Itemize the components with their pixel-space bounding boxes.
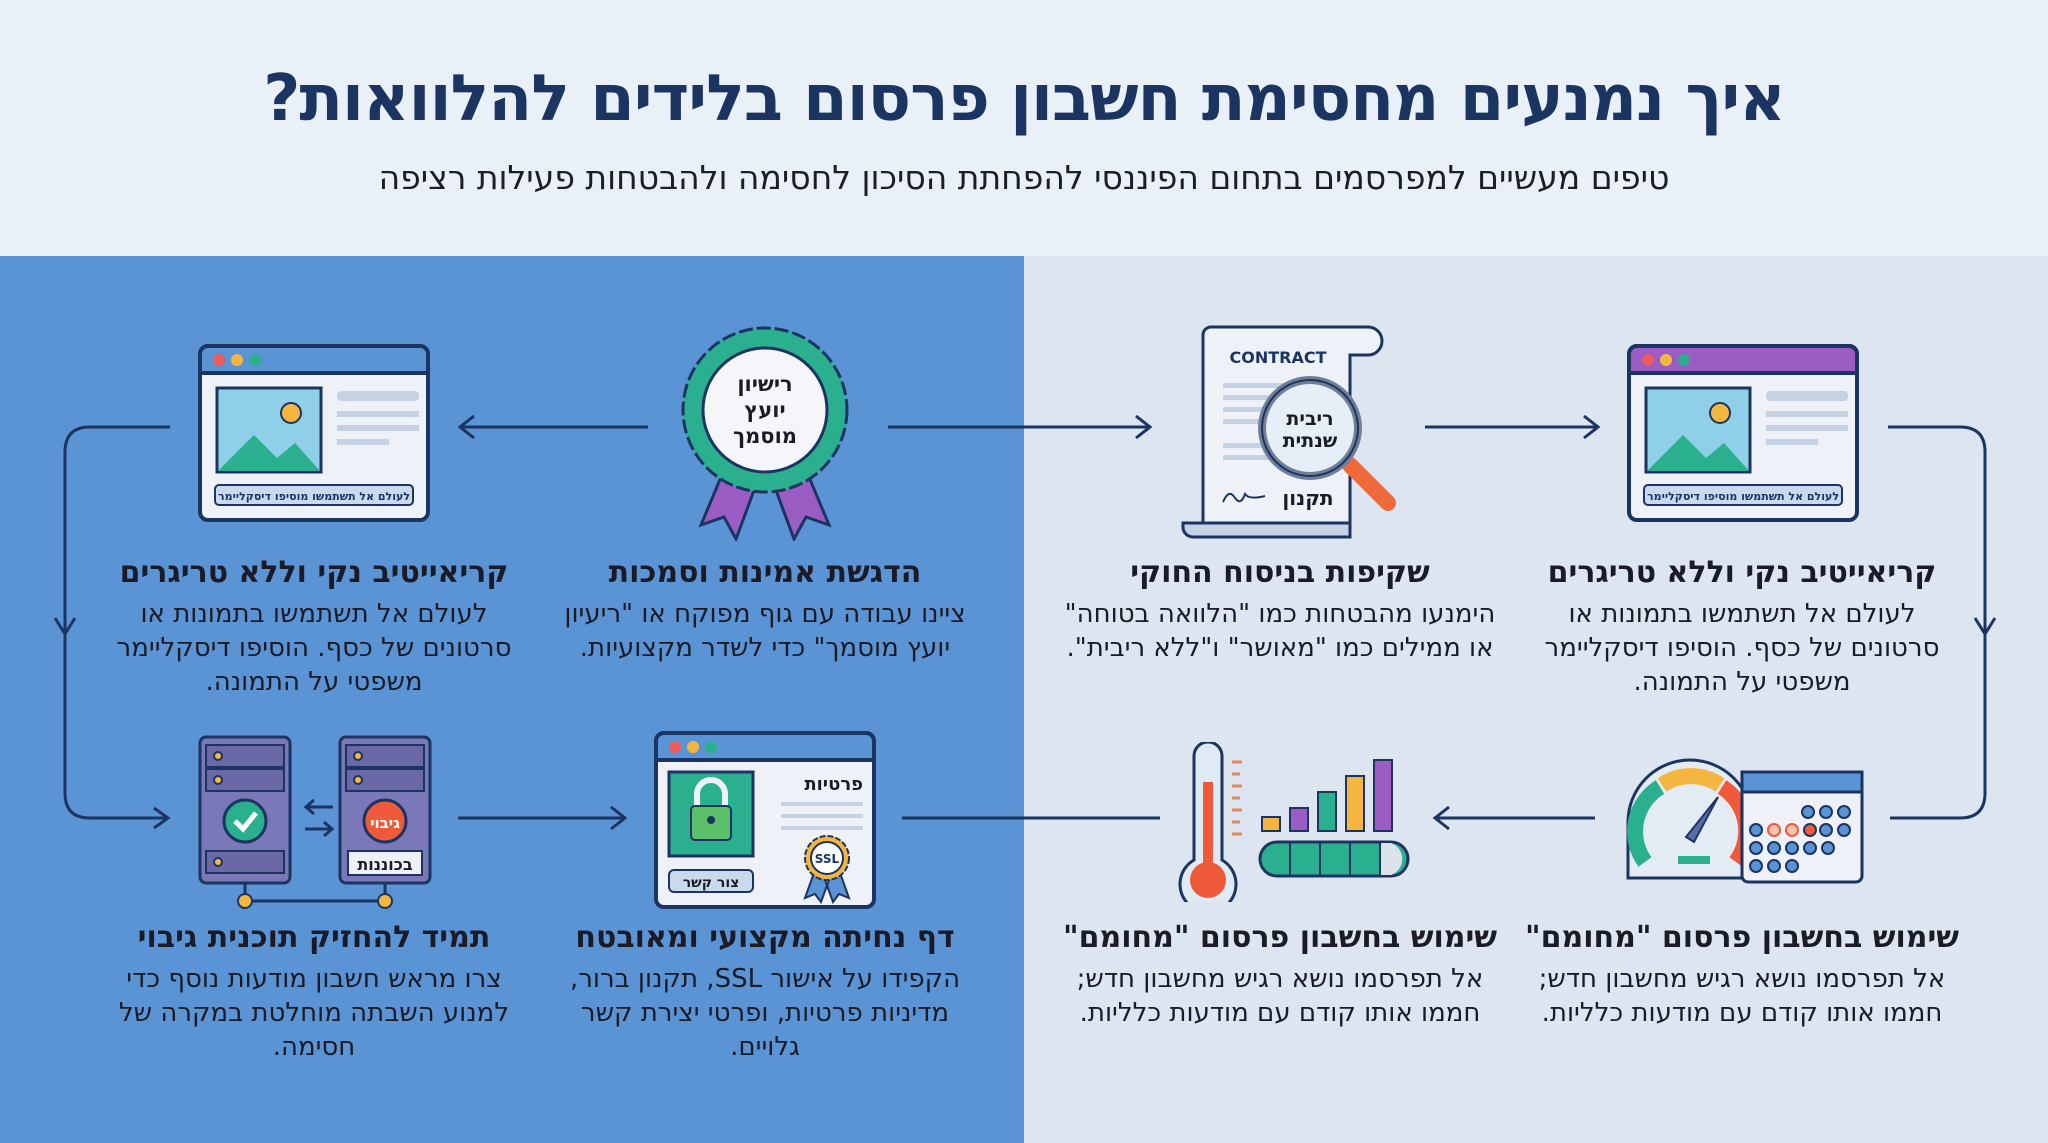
- tip-title: שקיפות בניסוח החוקי: [1130, 555, 1430, 590]
- icon-label: לעולם אל תשתמשו מוסיפו דיסקליימר: [1647, 490, 1839, 503]
- tip-card-clean-creative-left: קריאייטיב נקי וללא טריגרים לעולם אל תשתמ…: [94, 553, 534, 699]
- tip-card-landing-page: דף נחיתה מקצועי ומאובטח הקפידו על אישור …: [545, 918, 985, 1064]
- contact-button-label: צור קשר: [683, 875, 740, 891]
- standby-label: בכוננות: [357, 855, 412, 874]
- left-panel: [0, 256, 1024, 1143]
- lens-line-2: שנתית: [1283, 430, 1338, 452]
- tip-body: אל תפרסמו נושא רגיש מחשבון חדש; חממו אות…: [1538, 964, 1946, 1028]
- tip-card-legal-transparency: שקיפות בניסוח החוקי הימנעו מהבטחות כמו "…: [1060, 553, 1500, 665]
- arrow-col5-to-col6: [1432, 805, 1595, 831]
- thermometer-chart-icon: [1178, 742, 1410, 902]
- tip-body: לעולם אל תשתמשו בתמונות או סרטונים של כס…: [1544, 599, 1940, 697]
- tip-body: לעולם אל תשתמשו בתמונות או סרטונים של כס…: [116, 599, 512, 697]
- header: [0, 0, 2048, 256]
- tip-body: הקפידו על אישור SSL, תקנון ברור, מדיניות…: [569, 964, 961, 1062]
- lens-line-1: ריבית: [1286, 408, 1333, 430]
- tip-title: שימוש בחשבון פרסום "מחומם": [1062, 920, 1498, 955]
- contract-heading: CONTRACT: [1229, 348, 1326, 367]
- badge-line-3: מוסמך: [733, 424, 797, 448]
- badge-line-2: יועץ: [744, 398, 785, 422]
- tip-title: תמיד להחזיק תוכנית גיבוי: [137, 920, 491, 955]
- icon-label: לעולם אל תשתמשו מוסיפו דיסקליימר: [218, 490, 410, 503]
- tip-card-warm-account-left: שימוש בחשבון פרסום "מחומם" אל תפרסמו נוש…: [1060, 918, 1500, 1030]
- tip-card-clean-creative-right: קריאייטיב נקי וללא טריגרים לעולם אל תשתמ…: [1522, 553, 1962, 699]
- tip-title: דף נחיתה מקצועי ומאובטח: [575, 920, 955, 955]
- tip-card-warm-account-right: שימוש בחשבון פרסום "מחומם" אל תפרסמו נוש…: [1522, 918, 1962, 1030]
- tip-title: קריאייטיב נקי וללא טריגרים: [1547, 555, 1937, 590]
- tip-body: צרו מראש חשבון מודעות נוסף כדי למנוע השב…: [118, 964, 510, 1062]
- arrow-col2-to-col3: [888, 414, 1153, 440]
- tip-card-credibility: הדגשת אמינות וסמכות ציינו עבודה עם גוף מ…: [545, 553, 985, 665]
- privacy-label: פרטיות: [804, 774, 863, 795]
- right-loop-connector: [1888, 425, 1997, 820]
- certificate-badge-icon: רישיון יועץ מוסמך: [681, 326, 849, 541]
- backup-servers-icon: גיבוי בכוננות: [198, 735, 432, 909]
- tip-body: אל תפרסמו נושא רגיש מחשבון חדש; חממו אות…: [1076, 964, 1484, 1028]
- browser-image-icon: לעולם אל תשתמשו מוסיפו דיסקליימר: [1627, 344, 1859, 522]
- ssl-seal: SSL: [815, 852, 840, 866]
- right-panel: [1024, 256, 2048, 1143]
- page-title: איך נמנעים מחסימת חשבון פרסום בלידים להל…: [263, 62, 1786, 136]
- secure-landing-page-icon: פרטיות צור קשר SSL: [654, 731, 876, 909]
- tip-title: קריאייטיב נקי וללא טריגרים: [119, 555, 509, 590]
- tip-body: הימנעו מהבטחות כמו "הלוואה בטוחה" או ממי…: [1064, 599, 1496, 663]
- contract-magnifier-icon: CONTRACT תקנון ריבית שנתית: [1181, 325, 1396, 539]
- tip-title: שימוש בחשבון פרסום "מחומם": [1524, 920, 1960, 955]
- left-loop-connector: [53, 425, 171, 830]
- arrow-col3-to-col4: [1425, 414, 1601, 440]
- badge-line-1: רישיון: [737, 372, 792, 396]
- speedometer-calendar-icon: [1626, 758, 1864, 884]
- arrow-col2-to-col1: [457, 414, 648, 440]
- page-subtitle: טיפים מעשיים למפרסמים בתחום הפיננסי להפח…: [378, 158, 1670, 197]
- contract-footer: תקנון: [1282, 486, 1333, 510]
- arrow-col8-to-col7: [458, 805, 628, 831]
- tip-card-backup-plan: תמיד להחזיק תוכנית גיבוי צרו מראש חשבון …: [94, 918, 534, 1064]
- check-icon: [222, 798, 268, 844]
- backup-badge: גיבוי: [370, 814, 400, 832]
- tip-title: הדגשת אמינות וסמכות: [608, 555, 922, 590]
- tip-body: ציינו עבודה עם גוף מפוקח או "ריעיון יועץ…: [564, 599, 966, 663]
- browser-image-icon: לעולם אל תשתמשו מוסיפו דיסקליימר: [198, 344, 430, 522]
